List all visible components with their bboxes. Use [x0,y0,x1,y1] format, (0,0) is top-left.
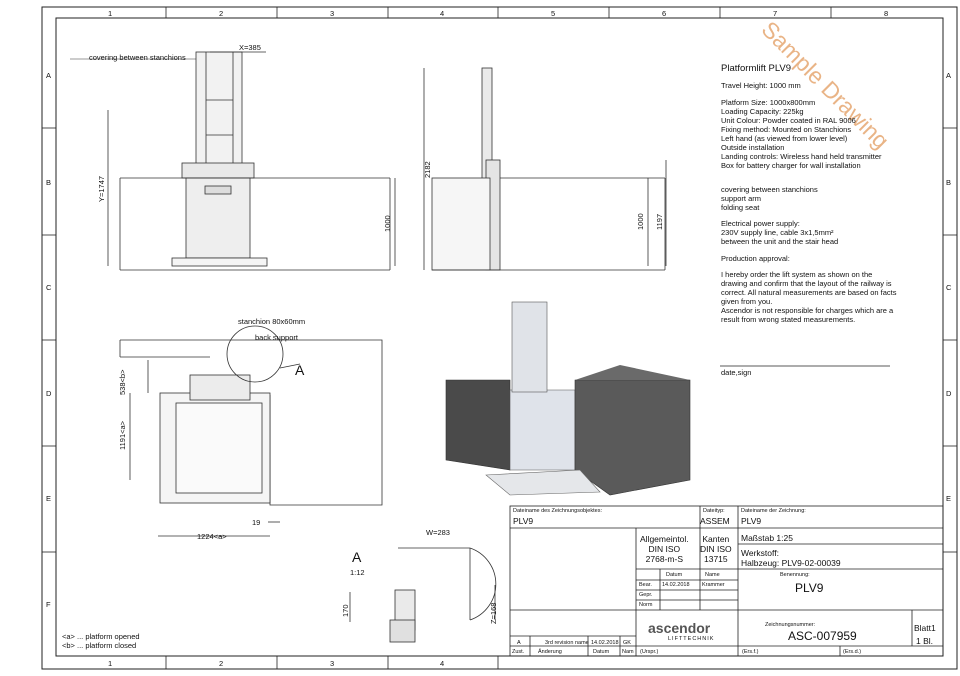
label-covering: covering between stanchions [89,53,186,62]
iso-view [445,301,691,496]
row-D-right: D [946,389,952,398]
tb-name: Name [705,572,720,578]
logo-sub: LIFTTECHNIK [668,636,715,642]
tb-object-value: PLV9 [513,516,534,526]
tb-sheet-label: Blatt1 [914,623,936,633]
tb-footer-ersf: (Ers.f.) [742,649,759,655]
plan-view [119,325,383,537]
dim-2182: 2182 [423,161,432,178]
side-view [423,67,667,271]
tb-drawing-no-label: Zeichnungsnummer: [765,622,816,628]
tb-drawing-value: PLV9 [741,516,762,526]
row-C: C [46,283,52,292]
dim-170: 170 [341,604,350,617]
detail-marker-a: A [295,362,305,378]
title-block-lines [509,365,944,657]
col-2: 2 [219,9,224,18]
spec-title: Platformlift PLV9 [721,63,792,74]
dim-1197: 1197 [655,213,664,230]
tb-bear: Bear. [639,582,652,588]
row-B-right: B [946,178,952,187]
tb-footer-ersd: (Ers.d.) [843,649,862,655]
dim-y1747: Y=1747 [97,175,106,202]
detail-a-scale: 1:12 [350,568,365,577]
row-D: D [46,389,52,398]
logo-main: ascendor [648,620,711,636]
row-E: E [46,494,52,503]
tb-footer-nam: Nam [622,649,634,655]
tb-material: Werkstoff: [741,548,779,558]
row-F: F [46,600,51,609]
label-back-support: back support [255,333,298,342]
tb-rev-desc: 3rd revision name [545,640,589,646]
spec-travel-height: Travel Height: 1000 mm [721,81,801,90]
col-3-bottom: 3 [330,659,335,668]
legend-a: <a> ... platform opened [62,632,140,641]
row-A: A [46,71,52,80]
detail-a [349,547,497,643]
tb-footer-zust: Zust. [512,649,525,655]
dim-z168: Z=168 [489,602,498,624]
tb-datum: Datum [666,572,683,578]
tb-gepr: Gepr. [639,592,653,598]
spec-power: Electrical power supply:230V supply line… [721,219,839,246]
dim-1224: 1224<a> [197,532,227,541]
col-5: 5 [551,9,556,18]
tb-footer-datum: Datum [593,649,610,655]
row-A-right: A [946,71,952,80]
tb-drawing-label: Dateiname der Zeichnung: [741,508,806,514]
col-8: 8 [884,9,889,18]
spec-approval-title: Production approval: [721,254,790,263]
dim-w283: W=283 [426,528,450,537]
dim-19: 19 [252,518,261,527]
tb-type-value: ASSEM [700,516,730,526]
dim-538: 538<b> [118,369,127,395]
logo: ascendor [648,620,710,636]
tb-footer-aenderung: Änderung [538,649,562,655]
dim-1191: 1191<a> [118,420,127,450]
col-1: 1 [108,9,113,18]
col-2-bottom: 2 [219,659,224,668]
col-4: 4 [440,9,445,18]
row-E-right: E [946,494,952,503]
col-6: 6 [662,9,667,18]
tb-sheet-value: 1 Bl. [916,636,934,646]
tb-type-label: Dateityp: [703,508,725,514]
tb-rev-date: 14.02.2018 [591,640,619,646]
detail-a-title: A [352,549,362,565]
tb-designation-value: PLV9 [795,581,824,595]
dim-x385: X=385 [239,43,261,52]
tb-semi: Halbzeug: PLV9-02-00039 [741,558,841,568]
tb-bear-date: 14.02.2018 [662,582,690,588]
tb-rev-name: GK [623,640,631,646]
spec-approval-text: I hereby order the lift system as shown … [721,270,897,324]
row-C-right: C [946,283,952,292]
dim-1000-side: 1000 [636,213,645,230]
col-4-bottom: 4 [440,659,445,668]
row-B: B [46,178,52,187]
front-view [70,51,396,271]
label-stanchion: stanchion 80x60mm [238,317,306,326]
tb-norm: Norm [639,602,653,608]
tb-scale: Maßstab 1:25 [741,533,793,543]
date-sign-label: date,sign [721,368,752,377]
tb-object-label: Dateiname des Zeichnungsobjektes: [513,508,602,514]
col-7: 7 [773,9,778,18]
tb-drawing-no-value: ASC-007959 [788,629,857,643]
legend-b: <b> ... platform closed [62,641,137,650]
dim-1000-front: 1000 [383,215,392,232]
tb-bear-name: Krammer [702,582,725,588]
col-1-bottom: 1 [108,659,113,668]
col-3: 3 [330,9,335,18]
tb-rev-letter: A [517,640,521,646]
tb-footer-urspr: (Urspr.) [640,649,659,655]
tb-designation-label: Benennung: [780,572,810,578]
